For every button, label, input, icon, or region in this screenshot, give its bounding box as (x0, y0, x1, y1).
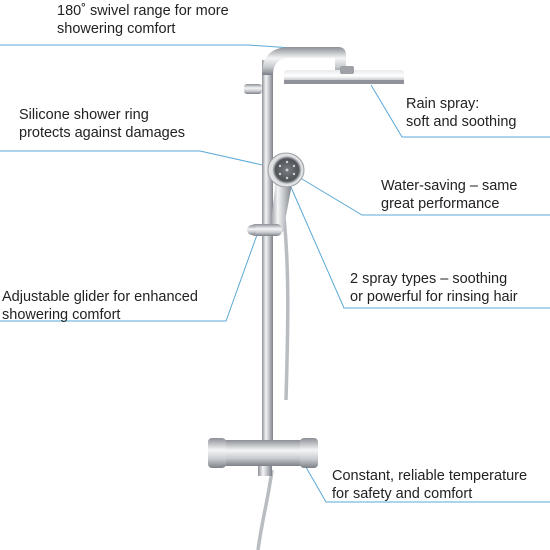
callout-spray-line2: or powerful for rinsing hair (350, 289, 518, 305)
thermostat-bar (208, 438, 318, 476)
leader-glider (0, 231, 259, 322)
callout-ring-line1: Silicone shower ring (19, 107, 149, 123)
callout-glider-line2: showering comfort (2, 307, 121, 323)
callout-thermo-line2: for safety and comfort (332, 486, 473, 502)
leader-spray (289, 184, 550, 309)
callout-rain-line2: soft and soothing (406, 114, 517, 130)
callout-spray-line1: 2 spray types – soothing (350, 271, 508, 287)
leader-swivel (0, 44, 293, 49)
callout-water-line2: great performance (381, 196, 500, 212)
adjustable-glider (247, 224, 282, 236)
callout-glider-line1: Adjustable glider for enhanced (2, 289, 198, 305)
callout-spray: 2 spray types – soothing or powerful for… (350, 270, 518, 306)
spray-nozzles (278, 160, 296, 180)
rain-shower-head (284, 66, 404, 84)
callout-thermo: Constant, reliable temperature for safet… (332, 467, 527, 503)
callout-swivel-line1: 180˚ swivel range for more (57, 3, 229, 19)
hand-shower (267, 152, 305, 232)
leader-ring (0, 150, 277, 169)
callout-thermo-line1: Constant, reliable temperature (332, 468, 528, 484)
pipe-bend (262, 47, 346, 75)
callout-ring: Silicone shower ring protects against da… (19, 106, 185, 142)
callout-water: Water-saving – same great performance (381, 177, 517, 213)
callout-rain-line1: Rain spray: (406, 96, 480, 112)
leader-thermo (302, 461, 550, 503)
leader-rain (370, 84, 550, 138)
callout-rain: Rain spray: soft and soothing (406, 95, 516, 131)
callout-water-line1: Water-saving – same (381, 178, 518, 194)
callout-glider: Adjustable glider for enhanced showering… (2, 288, 198, 324)
leader-lines (0, 44, 550, 503)
callout-swivel-line2: showering comfort (57, 21, 176, 37)
leader-water (296, 175, 550, 216)
wall-bracket (244, 84, 262, 94)
callout-swivel: 180˚ swivel range for more showering com… (57, 2, 229, 38)
riser-pipe (262, 60, 273, 440)
callout-ring-line2: protects against damages (19, 125, 186, 141)
